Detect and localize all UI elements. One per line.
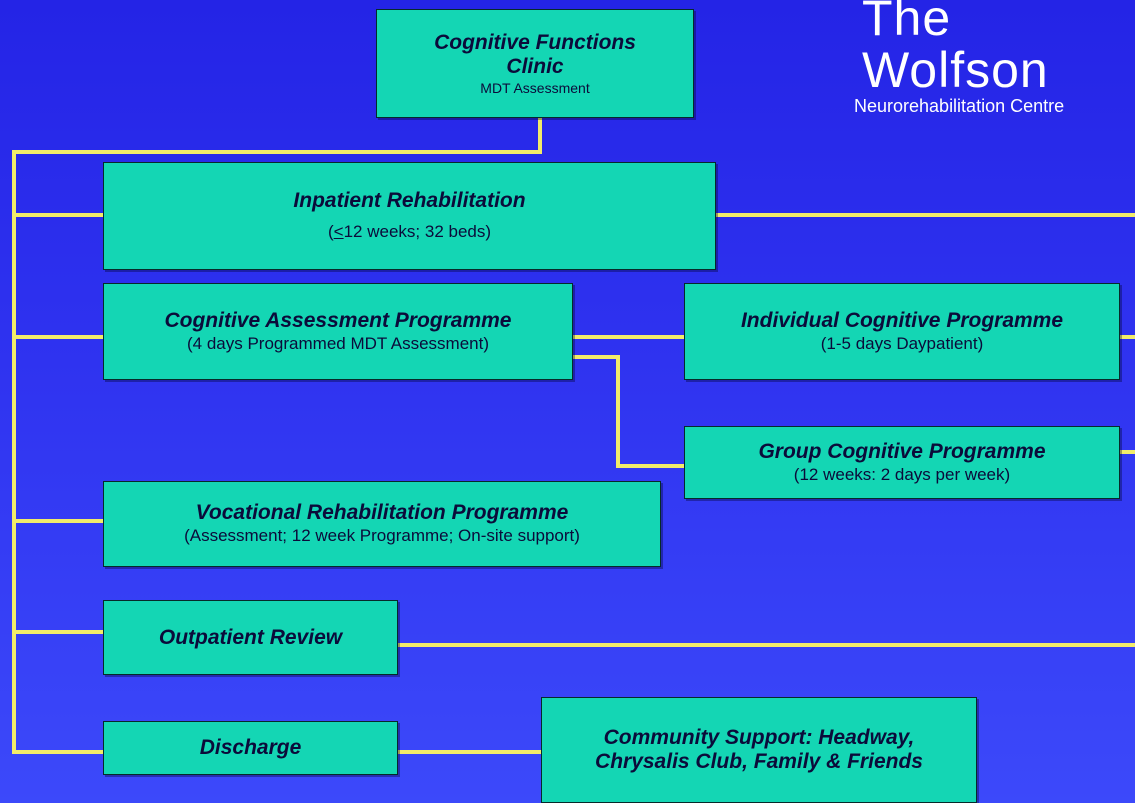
node-outpatient-review: Outpatient Review xyxy=(103,600,398,675)
node-subtitle: (12 weeks: 2 days per week) xyxy=(793,464,1011,484)
node-subtitle: MDT Assessment xyxy=(480,79,590,96)
node-title: Individual Cognitive Programme xyxy=(740,308,1064,332)
node-subtitle: (4 days Programmed MDT Assessment) xyxy=(187,333,489,353)
node-title: Group Cognitive Programme xyxy=(758,439,1046,463)
connector-clinic-to-spine xyxy=(12,118,542,754)
node-subtitle: (<12 weeks; 32 beds) xyxy=(328,221,491,243)
node-title: Vocational Rehabilitation Programme xyxy=(195,501,569,524)
node-subtitle: (Assessment; 12 week Programme; On-site … xyxy=(184,526,580,545)
node-title: Cognitive Assessment Programme xyxy=(164,308,512,332)
subtitle-less-than: < xyxy=(333,222,344,241)
logo-name: The Wolfson xyxy=(862,0,1049,98)
node-title: Inpatient Rehabilitation xyxy=(293,189,526,212)
node-group-cognitive-programme: Group Cognitive Programme (12 weeks: 2 d… xyxy=(684,426,1120,499)
connector-assessment-to-group xyxy=(573,355,684,468)
subtitle-text: 12 weeks; 32 beds) xyxy=(343,222,492,241)
wolfson-logo: The Wolfson Neurorehabilitation Centre xyxy=(840,0,1135,116)
node-subtitle: (1-5 days Daypatient) xyxy=(820,333,984,353)
node-inpatient-rehabilitation: Inpatient Rehabilitation (<12 weeks; 32 … xyxy=(103,162,716,270)
node-title: Outpatient Review xyxy=(158,625,343,649)
node-community-support: Community Support: Headway, Chrysalis Cl… xyxy=(541,697,977,803)
node-title: Discharge xyxy=(199,736,302,759)
node-title: Community Support: Headway, Chrysalis Cl… xyxy=(595,726,923,773)
logo-subtitle: Neurorehabilitation Centre xyxy=(854,96,1065,116)
node-title: Cognitive Functions Clinic xyxy=(434,30,636,78)
subtitle-open-paren: ( xyxy=(327,222,334,241)
node-vocational-rehabilitation-programme: Vocational Rehabilitation Programme (Ass… xyxy=(103,481,661,567)
node-cognitive-functions-clinic: Cognitive Functions Clinic MDT Assessmen… xyxy=(376,9,694,118)
node-cognitive-assessment-programme: Cognitive Assessment Programme (4 days P… xyxy=(103,283,573,380)
node-discharge: Discharge xyxy=(103,721,398,775)
node-individual-cognitive-programme: Individual Cognitive Programme (1-5 days… xyxy=(684,283,1120,380)
